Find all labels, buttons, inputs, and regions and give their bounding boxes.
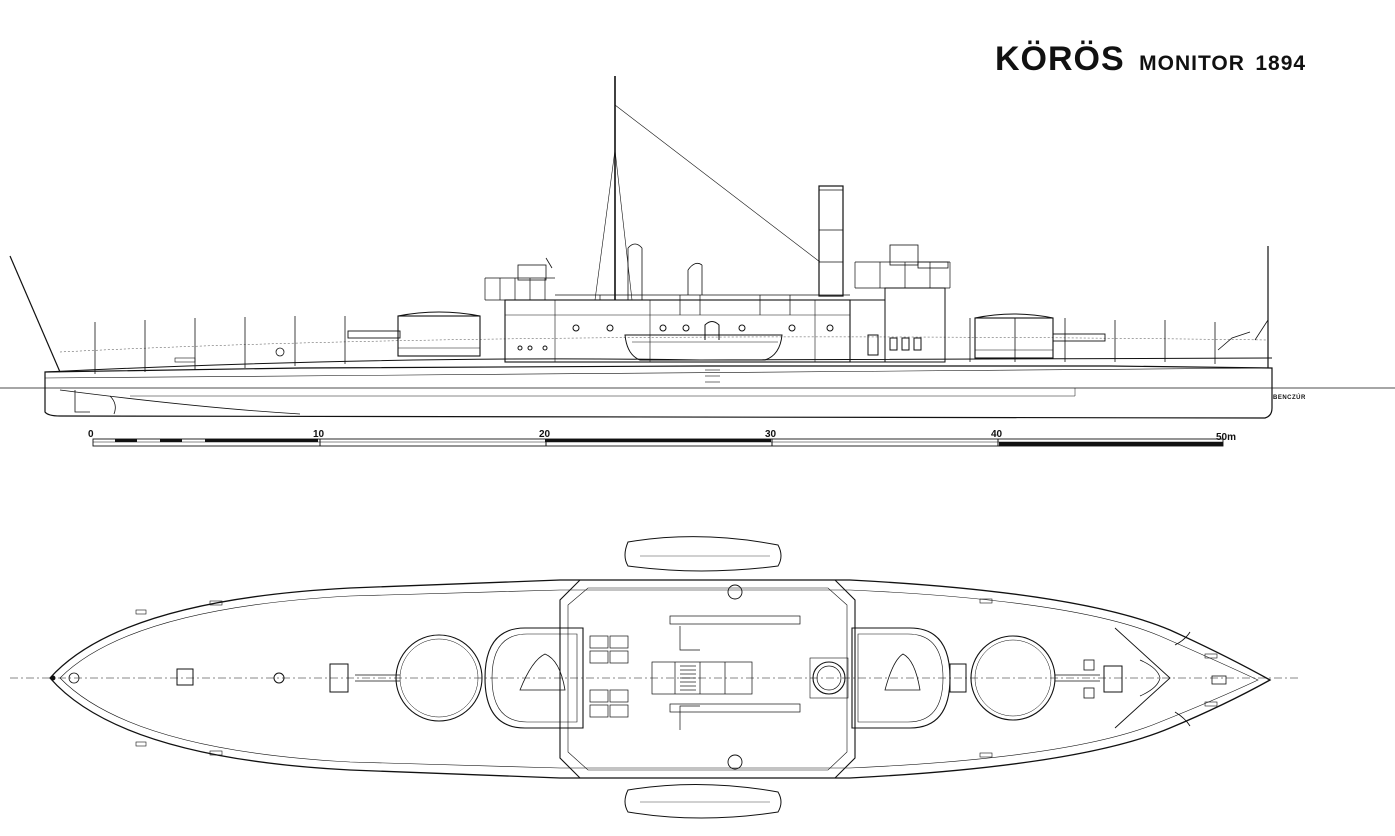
scale-label-0: 0 [88,429,94,440]
forward-turret-plan [970,635,1123,721]
hull-side [44,365,1273,419]
scale-label-10: 10 [313,429,325,440]
ship-year: 1894 [1255,52,1307,75]
aft-bridge-plan [484,627,584,729]
aft-turret-plan [329,634,483,722]
ship-type: MONITOR [1139,52,1245,75]
scale-label-40: 40 [991,429,1003,440]
drawing-title: KÖRÖS MONITOR 1894 [995,40,1306,79]
ship-boat-side [624,334,783,361]
scale-label-50m: 50m [1216,432,1236,443]
boat-plan-starboard [624,783,782,819]
funnel-plan [809,657,849,699]
deck-plan [10,536,1300,819]
ship-name: KÖRÖS [995,40,1125,78]
boat-plan-port [624,536,782,572]
draughtsman-signature: BENCZÚR [1273,394,1306,401]
funnel-side [818,185,844,297]
superstructure-plan [559,579,856,779]
scale-label-30: 30 [765,429,777,440]
side-elevation: BENCZÚR [0,76,1395,419]
scale-bar: 0 10 20 30 40 50m [88,429,1236,447]
forward-bridge-plan [851,627,951,729]
hull-plan [49,579,1272,779]
scale-label-20: 20 [539,429,551,440]
forward-turret-side [974,313,1106,359]
mast-side [594,76,821,301]
aft-turret-side [347,311,481,357]
superstructure-side [504,287,946,363]
